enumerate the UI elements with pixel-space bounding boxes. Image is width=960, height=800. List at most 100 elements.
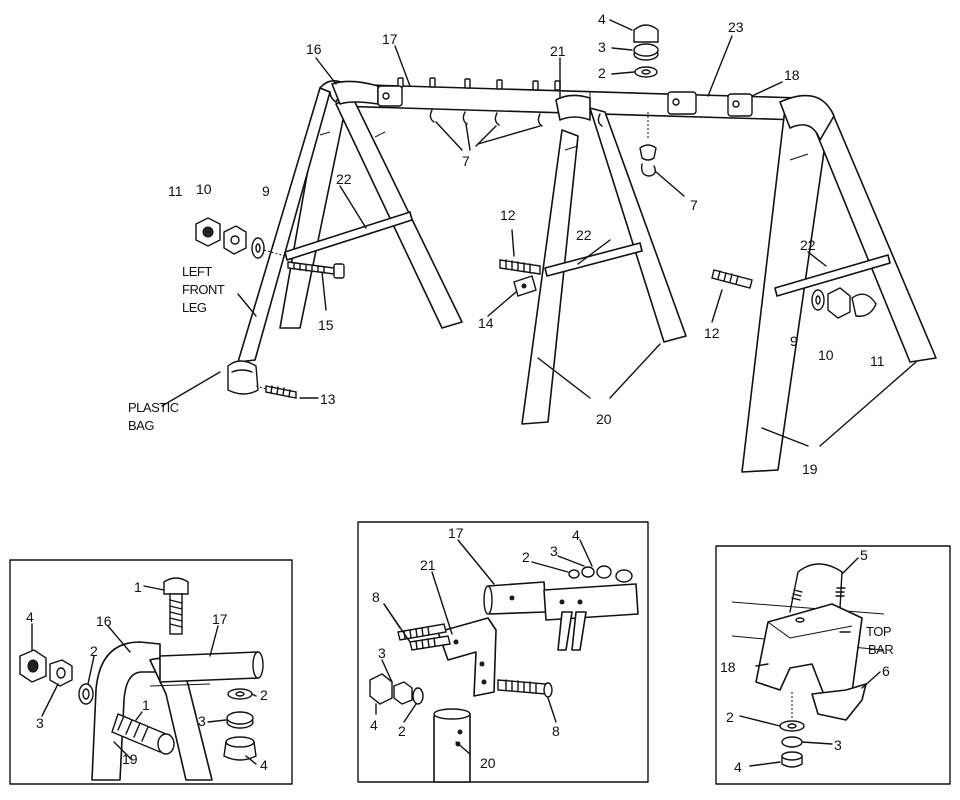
- cap-nut-4: [369, 673, 393, 705]
- label-15: 15: [318, 317, 334, 333]
- inset-middle-label-4: 4: [572, 527, 580, 543]
- plastic-bag-cap: [227, 360, 259, 395]
- inset-right-label-3: 3: [834, 737, 842, 753]
- inset-middle-label-17: 17: [448, 525, 464, 541]
- lock-nut-3: [49, 659, 73, 687]
- inset-middle-label-2a: 2: [522, 549, 530, 565]
- label-7b: 7: [690, 197, 698, 213]
- bolt-8-side: [497, 679, 553, 698]
- cap-nut-4: [19, 649, 47, 683]
- lock-nut-3-lower: [226, 711, 254, 729]
- inset-middle-detail: 17 4 2 3 21 8 3 4 2 8 20: [357, 521, 649, 783]
- inset-right-label-6: 6: [882, 663, 890, 679]
- main-labels: 16 17 21 23 18 4 3 2 7 7 11 10 9 22 22 2…: [128, 11, 885, 477]
- cap-nut-4: [781, 751, 803, 768]
- bracket-14: [513, 275, 537, 297]
- lock-nut-3: [633, 43, 659, 61]
- inset-right-label-4: 4: [734, 759, 742, 775]
- label-top-bar: TOP BAR: [866, 624, 894, 657]
- bolt-8-middle: [409, 635, 451, 651]
- label-plastic-bag: PLASTIC BAG: [128, 400, 182, 433]
- washer-2: [634, 66, 658, 78]
- label-12a: 12: [500, 207, 516, 223]
- bracket-23: [667, 91, 697, 115]
- main-exploded-view: 16 17 21 23 18 4 3 2 7 7 11 10 9 22 22 2…: [128, 11, 937, 477]
- label-13: 13: [320, 391, 336, 407]
- left-a-frame: [237, 80, 463, 363]
- top-hardware: [568, 565, 633, 583]
- cross-brace-middle: [544, 242, 643, 277]
- hanger-6: [811, 683, 867, 721]
- inset-left-label-1a: 1: [134, 579, 142, 595]
- bracket-17: [377, 85, 403, 107]
- inset-right-detail: 5 18 6 2 3 4 TOP BAR: [715, 545, 951, 785]
- label-19: 19: [802, 461, 818, 477]
- lock-nut-3: [393, 681, 413, 705]
- bracket-18: [727, 93, 753, 117]
- cap-nut-11-right: [851, 293, 877, 317]
- label-10b: 10: [818, 347, 834, 363]
- inset-middle-label-2b: 2: [398, 723, 406, 739]
- label-22a: 22: [336, 171, 352, 187]
- label-3: 3: [598, 39, 606, 55]
- label-left-front-leg: LEFT FRONT LEG: [182, 264, 227, 315]
- label-10a: 10: [196, 181, 212, 197]
- lock-nut-10-left: [223, 225, 247, 255]
- inset-middle-label-8a: 8: [372, 589, 380, 605]
- label-9b: 9: [790, 333, 798, 349]
- label-23: 23: [728, 19, 744, 35]
- label-22b: 22: [576, 227, 592, 243]
- inset-left-label-4b: 4: [260, 757, 268, 773]
- label-18: 18: [784, 67, 800, 83]
- hook-7: [639, 112, 657, 177]
- inset-left-label-17: 17: [212, 611, 228, 627]
- label-11a: 11: [168, 183, 183, 199]
- inset-left-label-19: 19: [122, 751, 138, 767]
- inset-right-label-5: 5: [860, 547, 868, 563]
- inset-left-label-3b: 3: [198, 713, 206, 729]
- label-20: 20: [596, 411, 612, 427]
- label-21: 21: [550, 43, 566, 59]
- label-4: 4: [598, 11, 606, 27]
- right-a-frame: [741, 94, 937, 473]
- lock-nut-10-right: [827, 287, 851, 319]
- bolt-1-top: [163, 577, 189, 635]
- label-14: 14: [478, 315, 494, 331]
- inset-middle-label-3b: 3: [378, 645, 386, 661]
- washer-2: [412, 687, 424, 705]
- inset-left-label-3a: 3: [36, 715, 44, 731]
- lock-nut-3: [781, 736, 803, 748]
- inset-middle-label-3a: 3: [550, 543, 558, 559]
- bolt-15: [287, 261, 345, 279]
- inset-left-label-1b: 1: [142, 697, 150, 713]
- u-bolt-5: [789, 563, 846, 613]
- bolt-1-side: [111, 713, 175, 755]
- swing-hangers: [429, 109, 603, 127]
- inset-left-label-2a: 2: [90, 643, 98, 659]
- inset-middle-label-21: 21: [420, 557, 436, 573]
- inset-right-label-18: 18: [720, 659, 736, 675]
- washer-2: [78, 683, 94, 705]
- label-2: 2: [598, 65, 606, 81]
- bracket-18: [755, 603, 863, 701]
- bolt-12-right: [711, 269, 753, 289]
- cross-brace-left: [284, 211, 413, 261]
- label-22c: 22: [800, 237, 816, 253]
- label-7a: 7: [462, 153, 470, 169]
- inset-right-label-2: 2: [726, 709, 734, 725]
- cross-brace-right: [774, 254, 891, 297]
- label-12b: 12: [704, 325, 720, 341]
- label-11b: 11: [870, 353, 885, 369]
- inset-middle-label-20: 20: [480, 755, 496, 771]
- inset-left-label-4a: 4: [26, 609, 34, 625]
- washer-9-left: [251, 237, 265, 259]
- cap-nut-11-left: [195, 217, 221, 247]
- label-16: 16: [306, 41, 322, 57]
- leader-lines: [161, 19, 917, 447]
- label-17: 17: [382, 31, 398, 47]
- inset-left-label-16: 16: [96, 613, 112, 629]
- washer-9-right: [811, 289, 825, 311]
- inset-left-detail: 1 16 17 4 3 2 1 19 2 3 4: [9, 559, 293, 785]
- bolt-13: [255, 385, 297, 399]
